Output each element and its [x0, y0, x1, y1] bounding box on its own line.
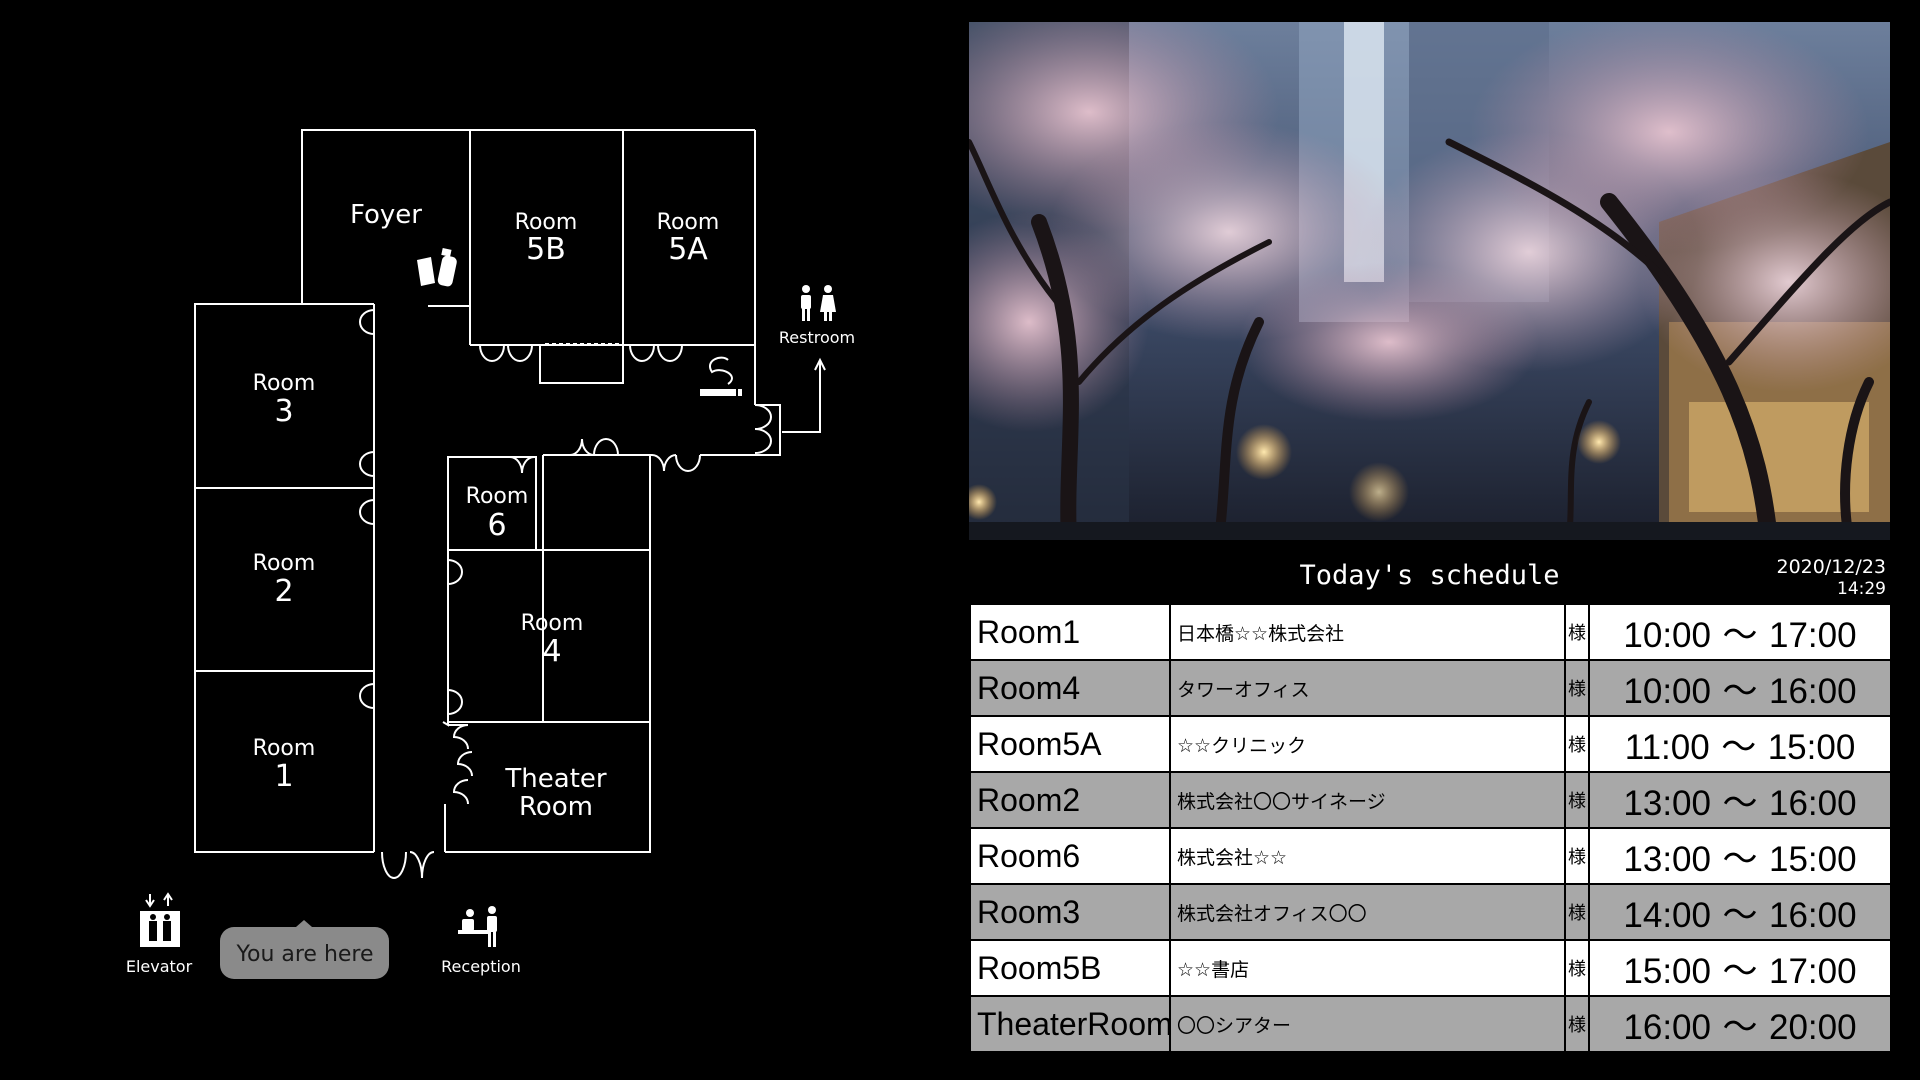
room-label-3-bottom: 3	[274, 394, 293, 429]
row-room: Room5B	[969, 939, 1171, 997]
row-separator: ～	[1722, 1007, 1758, 1047]
elevator-icon	[140, 892, 180, 947]
row-honorific: 様	[1564, 715, 1590, 773]
you-are-here-badge	[220, 920, 389, 979]
row-time: 11:00 ～15:00	[1588, 715, 1892, 773]
row-room: Room4	[969, 659, 1171, 717]
row-end: 16:00	[1769, 783, 1857, 823]
row-separator: ～	[1722, 783, 1758, 823]
room-label-2-bottom: 2	[274, 574, 293, 609]
room-label-6-top: Room	[466, 484, 529, 509]
row-client: ☆☆書店	[1169, 939, 1566, 997]
row-start: 13:00	[1623, 839, 1711, 879]
row-separator: ～	[1721, 727, 1757, 767]
row-client: タワーオフィス	[1169, 659, 1566, 717]
row-honorific: 様	[1564, 995, 1590, 1053]
schedule-date: 2020/12/23	[1776, 556, 1886, 578]
row-start: 11:00	[1624, 727, 1710, 767]
row-honorific: 様	[1564, 771, 1590, 829]
table-row: Room1 日本橋☆☆株式会社 様 10:00 ～ 17:00	[969, 603, 1892, 661]
row-time: 15:00 ～ 17:00	[1588, 939, 1892, 997]
row-end: 15:00	[1767, 727, 1856, 767]
row-separator: ～	[1722, 671, 1758, 711]
floor-walls	[194, 129, 826, 880]
table-row: Room2 株式会社〇〇サイネージ 様 13:00 ～ 16:00	[969, 771, 1892, 829]
row-honorific: 様	[1564, 603, 1590, 661]
room-label-1-bottom: 1	[274, 759, 293, 794]
row-separator: ～	[1722, 615, 1758, 655]
reception-icon	[458, 906, 497, 947]
row-client: 日本橋☆☆株式会社	[1169, 603, 1566, 661]
row-time: 14:00 ～ 16:00	[1588, 883, 1892, 941]
floor-map: Foyer Room 5B Room 5A Room 3 Room 2 Room…	[126, 129, 855, 979]
row-end: 16:00	[1769, 671, 1857, 711]
row-client: 〇〇シアター	[1169, 995, 1566, 1053]
room-label-5a-top: Room	[657, 210, 720, 235]
room-label-3-top: Room	[253, 371, 316, 396]
schedule-time: 14:29	[1837, 579, 1886, 599]
schedule-title: Today's schedule	[1299, 560, 1560, 591]
table-row: Room5A ☆☆クリニック 様 11:00 ～15:00	[969, 715, 1892, 773]
row-honorific: 様	[1564, 883, 1590, 941]
row-separator: ～	[1722, 951, 1758, 991]
restroom-icon	[801, 285, 836, 321]
room-label-5a-bottom: 5A	[668, 232, 708, 267]
row-room: Room5A	[969, 715, 1171, 773]
smoking-icon	[700, 356, 742, 396]
you-are-here-label: You are here	[235, 942, 373, 967]
table-row: TheaterRoom 〇〇シアター 様 16:00 ～ 20:00	[969, 995, 1892, 1053]
room-label-4-top: Room	[521, 611, 584, 636]
table-row: Room5B ☆☆書店 様 15:00 ～ 17:00	[969, 939, 1892, 997]
row-room: TheaterRoom	[969, 995, 1171, 1053]
row-client: 株式会社〇〇サイネージ	[1169, 771, 1566, 829]
row-separator: ～	[1722, 895, 1758, 935]
elevator-label: Elevator	[126, 957, 193, 976]
row-time: 10:00 ～ 17:00	[1588, 603, 1892, 661]
table-row: Room4 タワーオフィス 様 10:00 ～ 16:00	[969, 659, 1892, 717]
row-end: 20:00	[1769, 1007, 1857, 1047]
row-honorific: 様	[1564, 827, 1590, 885]
row-client: 株式会社オフィス〇〇	[1169, 883, 1566, 941]
row-start: 14:00	[1623, 895, 1711, 935]
row-client: 株式会社☆☆	[1169, 827, 1566, 885]
row-start: 13:00	[1623, 783, 1711, 823]
row-separator: ～	[1722, 839, 1758, 879]
row-room: Room2	[969, 771, 1171, 829]
table-row: Room3 株式会社オフィス〇〇 様 14:00 ～ 16:00	[969, 883, 1892, 941]
reception-label: Reception	[441, 957, 521, 976]
room-label-5b-bottom: 5B	[526, 232, 566, 267]
row-room: Room6	[969, 827, 1171, 885]
room-label-theater-top: Theater	[504, 764, 606, 794]
table-row: Room6 株式会社☆☆ 様 13:00 ～ 15:00	[969, 827, 1892, 885]
row-time: 16:00 ～ 20:00	[1588, 995, 1892, 1053]
row-room: Room1	[969, 603, 1171, 661]
room-label-2-top: Room	[253, 551, 316, 576]
row-start: 10:00	[1623, 671, 1711, 711]
row-end: 17:00	[1769, 951, 1857, 991]
room-label-5b-top: Room	[515, 210, 578, 235]
row-client: ☆☆クリニック	[1169, 715, 1566, 773]
row-end: 17:00	[1769, 615, 1857, 655]
row-room: Room3	[969, 883, 1171, 941]
room-label-6-bottom: 6	[487, 508, 506, 543]
room-label-1-top: Room	[253, 736, 316, 761]
row-start: 10:00	[1623, 615, 1711, 655]
row-honorific: 様	[1564, 659, 1590, 717]
drink-icon	[417, 248, 457, 287]
room-label-theater-bottom: Room	[519, 792, 593, 822]
cherry-blossom-photo	[969, 22, 1890, 540]
row-start: 16:00	[1623, 1007, 1711, 1047]
row-time: 13:00 ～ 16:00	[1588, 771, 1892, 829]
schedule-header: Today's schedule 2020/12/23 14:29	[969, 546, 1890, 602]
row-end: 15:00	[1769, 839, 1857, 879]
schedule-table: Room1 日本橋☆☆株式会社 様 10:00～17:00 Room4 タワーオ…	[969, 603, 1892, 1053]
row-end: 16:00	[1769, 895, 1857, 935]
room-label-foyer: Foyer	[350, 200, 422, 230]
restroom-label: Restroom	[779, 328, 855, 347]
row-time: 10:00 ～ 16:00	[1588, 659, 1892, 717]
row-time: 13:00 ～ 15:00	[1588, 827, 1892, 885]
room-label-4-bottom: 4	[542, 634, 561, 669]
row-start: 15:00	[1623, 951, 1711, 991]
row-honorific: 様	[1564, 939, 1590, 997]
